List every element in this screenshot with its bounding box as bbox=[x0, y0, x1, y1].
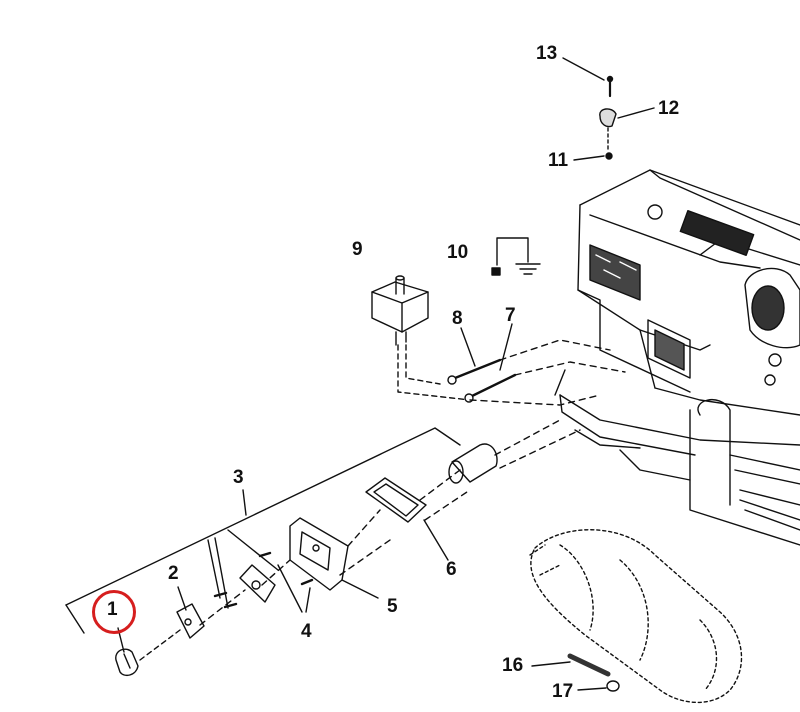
callout-11[interactable]: 11 bbox=[548, 150, 569, 171]
part-1-knob bbox=[115, 627, 181, 677]
top-hardware bbox=[562, 57, 655, 161]
callout-17[interactable]: 17 bbox=[552, 681, 574, 702]
callout-4[interactable]: 4 bbox=[301, 621, 312, 642]
callout-3[interactable]: 3 bbox=[233, 467, 244, 488]
callout-5[interactable]: 5 bbox=[387, 596, 398, 617]
part-16-pin bbox=[531, 653, 611, 677]
part-3-bracket bbox=[65, 427, 461, 634]
callout-12[interactable]: 12 bbox=[658, 98, 680, 119]
callout-7[interactable]: 7 bbox=[505, 305, 516, 326]
highlight-circle bbox=[92, 590, 136, 634]
part-4-screws bbox=[213, 551, 314, 613]
parts-7-8-screws bbox=[447, 323, 626, 406]
callout-2[interactable]: 2 bbox=[168, 563, 179, 584]
part-17-washer bbox=[577, 680, 620, 692]
part-2-switch-plate bbox=[176, 559, 291, 639]
lower-motor-assembly bbox=[529, 529, 743, 704]
machine-housing bbox=[554, 169, 800, 546]
callout-8[interactable]: 8 bbox=[452, 308, 463, 329]
callout-1[interactable]: 1 bbox=[107, 599, 118, 620]
part-5-cover-plate bbox=[289, 509, 391, 599]
callout-13[interactable]: 13 bbox=[536, 43, 558, 64]
callout-6[interactable]: 6 bbox=[446, 559, 457, 580]
callout-16[interactable]: 16 bbox=[502, 655, 524, 676]
callout-9[interactable]: 9 bbox=[352, 239, 363, 260]
part-9-motor bbox=[371, 275, 471, 401]
cylinder-component bbox=[448, 419, 581, 484]
part-6-gasket bbox=[365, 469, 471, 561]
ground-symbol bbox=[491, 237, 541, 276]
callout-10[interactable]: 10 bbox=[447, 242, 469, 263]
